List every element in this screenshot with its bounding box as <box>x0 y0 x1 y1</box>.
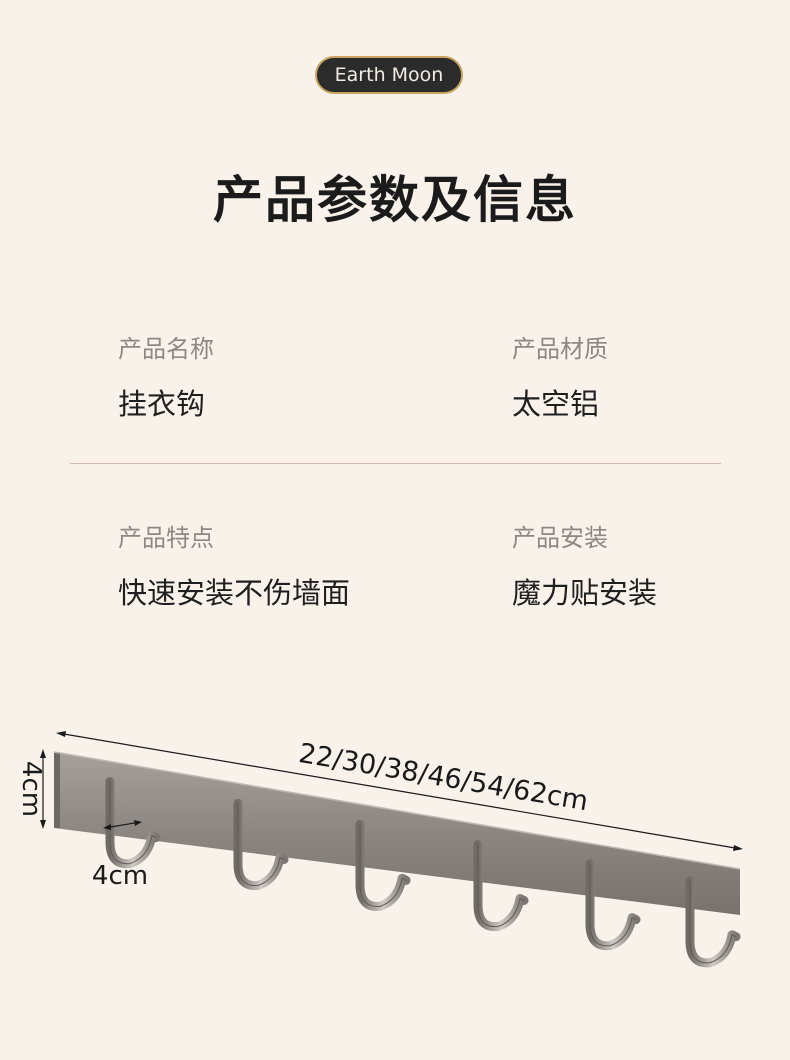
page-title: 产品参数及信息 <box>213 171 577 229</box>
hook-outline-6 <box>689 880 737 964</box>
spec-value-feature: 快速安装不伤墙面 <box>118 576 351 610</box>
section-divider <box>70 463 721 464</box>
brand-badge: Earth Moon <box>315 56 463 94</box>
spec-label-install: 产品安装 <box>512 524 608 552</box>
hook-outline-3 <box>359 824 407 907</box>
spec-value-material: 太空铝 <box>512 387 600 421</box>
hook-outline-1 <box>109 781 157 865</box>
hooks <box>105 777 741 968</box>
spec-label-name: 产品名称 <box>118 335 214 363</box>
length-arrow <box>56 731 743 851</box>
spec-value-install: 魔力贴安装 <box>512 576 658 610</box>
hook-rail <box>54 752 740 915</box>
spec-label-feature: 产品特点 <box>118 524 214 552</box>
hook-rack-illustration: 22/30/38/46/54/62cm 4cm 4cm <box>16 731 743 968</box>
hook-outline-5 <box>589 863 637 947</box>
spec-value-name: 挂衣钩 <box>118 387 206 421</box>
hook-outline-4 <box>477 844 525 928</box>
height-arrow <box>40 749 46 829</box>
height-label: 4cm <box>16 761 46 817</box>
hook-outline-2 <box>237 803 285 887</box>
hook-width-arrow <box>103 820 142 830</box>
hook-width-label: 4cm <box>92 861 148 891</box>
spec-label-material: 产品材质 <box>512 335 608 363</box>
